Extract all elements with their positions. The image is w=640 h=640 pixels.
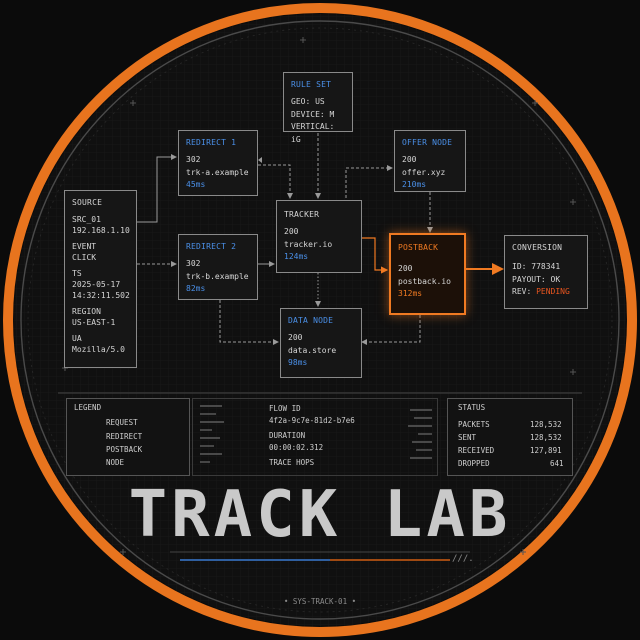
rule-vertical: VERTICAL: iG: [291, 122, 335, 144]
node-status-code: 200: [398, 264, 413, 274]
status-packets-value: 128,532: [530, 420, 562, 429]
conversion-rev-label: REV:: [512, 287, 532, 297]
status-sent-value: 128,532: [530, 433, 562, 442]
status-dropped-value: 641: [550, 459, 564, 468]
node-status-code: 200: [402, 155, 417, 165]
brand-code: • SYS-TRACK-01 •: [0, 597, 640, 606]
node-host: tracker.io: [284, 239, 333, 249]
node-title: SOURCE: [72, 198, 103, 207]
node-title: DATA NODE: [288, 316, 334, 325]
rule-geo: GEO: US: [291, 97, 325, 107]
flow-duration-label: DURATION: [269, 431, 306, 440]
status-panel: [447, 398, 573, 476]
node-latency: 312ms: [398, 289, 423, 299]
source-event-value: CLICK: [72, 253, 97, 263]
status-packets-label: PACKETS: [458, 420, 490, 429]
source-ua-label: UA: [72, 334, 82, 344]
brand-code-dot-left: •: [283, 597, 289, 606]
rule-device: DEVICE: M: [291, 109, 335, 119]
node-host: offer.xyz: [402, 167, 446, 177]
node-title: REDIRECT 1: [186, 138, 237, 147]
node-status-code: 302: [186, 259, 201, 269]
conversion-rev-value: PENDING: [536, 287, 570, 297]
flow-id-value: 4f2a-9c7e-81d2-b7e6: [269, 416, 355, 425]
node-status-code: 200: [288, 333, 303, 343]
status-title: STATUS: [458, 403, 486, 412]
node-host: data.store: [288, 345, 337, 355]
node-host: postback.io: [398, 276, 451, 286]
legend-node: NODE: [106, 458, 125, 467]
node-latency: 210ms: [402, 180, 427, 190]
flow-duration-value: 00:00:02.312: [269, 443, 324, 452]
node-latency: 45ms: [186, 180, 206, 190]
node-latency: 98ms: [288, 358, 308, 368]
source-region-value: US-EAST-1: [72, 318, 116, 328]
node-rule-set[interactable]: RULE SET GEO: US DEVICE: M VERTICAL: iG: [283, 72, 353, 144]
node-data[interactable]: DATA NODE 200 data.store 98ms: [280, 308, 362, 378]
node-latency: 82ms: [186, 284, 206, 294]
node-title: OFFER NODE: [402, 138, 453, 147]
source-ts-label: TS: [72, 269, 82, 279]
legend-redirect: REDIRECT: [106, 432, 143, 441]
node-status-code: 302: [186, 155, 201, 165]
flow-id-label: FLOW ID: [269, 404, 301, 413]
node-latency: 124ms: [284, 252, 309, 262]
source-ts-date: 2025-05-17: [72, 280, 121, 290]
node-status-code: 200: [284, 227, 299, 237]
brand-code-dot-right: •: [351, 597, 357, 606]
legend-title: LEGEND: [74, 403, 102, 412]
outer-ring: [3, 3, 637, 637]
source-id: SRC_01: [72, 215, 101, 225]
brand-mark: ///.: [452, 554, 474, 564]
node-source[interactable]: SOURCE SRC_01 192.168.1.10 EVENT CLICK T…: [64, 190, 137, 368]
conversion-payout: PAYOUT: OK: [512, 274, 561, 284]
status-sent-label: SENT: [458, 433, 477, 442]
node-offer[interactable]: OFFER NODE 200 offer.xyz 210ms: [394, 130, 466, 192]
node-host: trk-a.example: [186, 167, 249, 177]
node-redirect-1[interactable]: REDIRECT 1 302 trk-a.example 45ms: [178, 130, 258, 196]
node-postback[interactable]: POSTBACK 200 postback.io 312ms: [389, 233, 466, 315]
status-received-label: RECEIVED: [458, 446, 495, 455]
status-dropped-label: DROPPED: [458, 459, 490, 468]
brand-code-text: SYS-TRACK-01: [292, 597, 348, 606]
legend-postback: POSTBACK: [106, 445, 143, 454]
legend-panel: [66, 398, 190, 476]
node-title: RULE SET: [291, 80, 332, 89]
status-received-value: 127,891: [530, 446, 562, 455]
source-event-label: EVENT: [72, 242, 97, 252]
flow-hops-label: TRACE HOPS: [269, 458, 315, 467]
node-title: REDIRECT 2: [186, 242, 237, 251]
brand-title: TRACK LAB: [128, 478, 512, 552]
source-ua-value: Mozilla/5.0: [72, 345, 125, 355]
flow-panel: [192, 398, 438, 476]
node-host: trk-b.example: [186, 271, 249, 281]
conversion-rev: REV: PENDING: [512, 286, 580, 298]
source-ip: 192.168.1.10: [72, 226, 130, 236]
source-region-label: REGION: [72, 307, 101, 317]
node-conversion[interactable]: CONVERSION ID: 778341 PAYOUT: OK REV: PE…: [504, 235, 588, 309]
legend-request: REQUEST: [106, 418, 138, 427]
conversion-id: ID: 778341: [512, 262, 561, 272]
node-title: POSTBACK: [398, 243, 439, 252]
node-tracker[interactable]: TRACKER 200 tracker.io 124ms: [276, 200, 362, 273]
node-title: CONVERSION: [512, 243, 563, 252]
node-redirect-2[interactable]: REDIRECT 2 302 trk-b.example 82ms: [178, 234, 258, 300]
node-title: TRACKER: [284, 210, 320, 219]
source-ts-time: 14:32:11.502: [72, 291, 130, 301]
